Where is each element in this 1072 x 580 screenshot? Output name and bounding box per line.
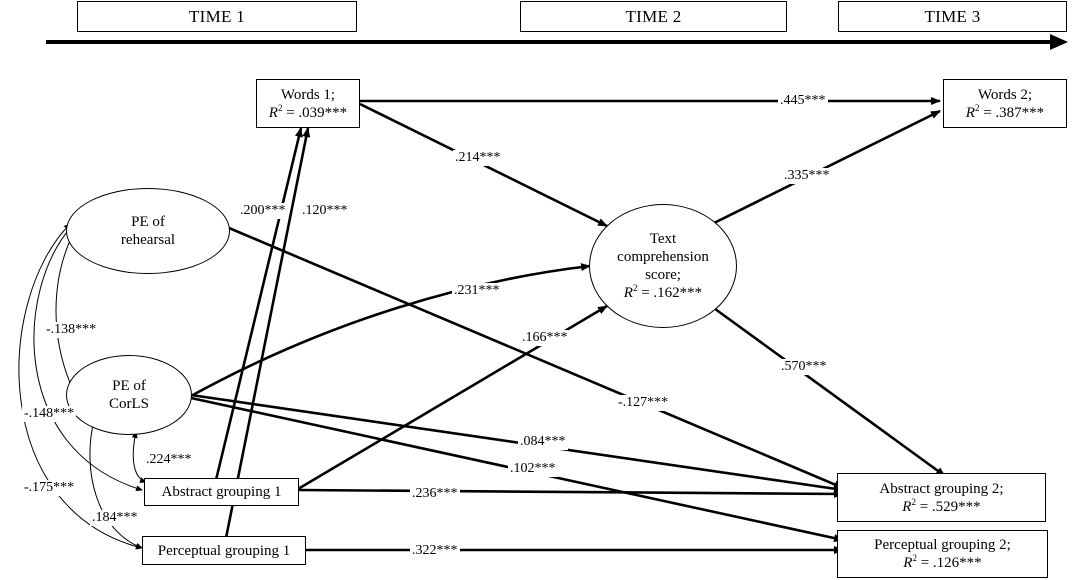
text-comprehension-node: Text comprehension score; R2 = .162*** — [589, 204, 737, 328]
coef-rehearsal-abstract2: -.127*** — [616, 395, 671, 411]
cov-rehearsal-corls — [55, 231, 75, 393]
perceptual2-r2: R2 = .126*** — [903, 553, 982, 572]
abstract-grouping2-node: Abstract grouping 2; R2 = .529*** — [837, 473, 1046, 522]
coef-corls-perceptual2: .102*** — [508, 461, 558, 477]
pe-corls-line1: PE of — [112, 378, 146, 394]
pe-corls-node: PE of CorLS — [66, 355, 192, 435]
path-abstract1-words1 — [214, 127, 303, 481]
words2-node: Words 2; R2 = .387*** — [943, 79, 1067, 128]
coef-abstract1-words1: .200*** — [238, 203, 288, 219]
coef-cov-rehearsal-corls: -.138*** — [44, 322, 99, 338]
coef-perceptual1-perceptual2: .322*** — [410, 543, 460, 559]
perceptual2-name: Perceptual grouping 2; — [874, 537, 1011, 553]
pe-rehearsal-line1: PE of — [131, 214, 165, 230]
words1-r2: R2 = .039*** — [268, 102, 348, 121]
coef-corls-abstract2: .084*** — [518, 434, 568, 450]
time-2-box: TIME 2 — [520, 1, 787, 32]
abstract2-r2: R2 = .529*** — [902, 496, 981, 515]
coef-corls-text: .231*** — [452, 283, 502, 299]
perceptual-grouping1-node: Perceptual grouping 1 — [142, 536, 306, 565]
time-1-box: TIME 1 — [77, 1, 357, 32]
coef-cov-rehearsal-abstract1: -.148*** — [22, 406, 77, 422]
coef-cov-rehearsal-perceptual1: -.175*** — [22, 480, 77, 496]
perceptual-grouping2-node: Perceptual grouping 2; R2 = .126*** — [837, 530, 1048, 578]
path-abstract1-abstract2 — [297, 488, 844, 498]
words1-node: Words 1; R2 = .039*** — [256, 79, 360, 128]
cov-rehearsal-perceptual1 — [18, 223, 143, 550]
pe-corls-line2: CorLS — [108, 396, 149, 412]
coef-words1-words2: .445*** — [778, 93, 828, 109]
coef-abstract1-text: .166*** — [520, 330, 570, 346]
path-corls-abstract2 — [190, 393, 844, 493]
coef-words1-text: .214*** — [453, 150, 503, 166]
coef-text-abstract2: .570*** — [779, 359, 829, 375]
coef-text-words2: .335*** — [782, 168, 832, 184]
time-3-box: TIME 3 — [838, 1, 1067, 32]
coef-cov-corls-perceptual1: .184*** — [90, 510, 140, 526]
coef-perceptual1-words1: .120*** — [300, 203, 350, 219]
cov-corls-perceptual1 — [89, 419, 143, 549]
coef-cov-corls-abstract1: .224*** — [144, 452, 194, 468]
abstract-grouping1-node: Abstract grouping 1 — [144, 478, 299, 506]
text-comp-line3: score; — [645, 267, 681, 283]
words1-name: Words 1; — [280, 86, 336, 103]
path-rehearsal-abstract2 — [228, 226, 844, 490]
pe-rehearsal-line2: rehearsal — [120, 232, 176, 248]
text-comp-r2: R2 = .162*** — [623, 283, 703, 302]
path-text-abstract2 — [710, 304, 946, 478]
pe-rehearsal-node: PE of rehearsal — [66, 188, 230, 274]
text-comp-line1: Text — [649, 231, 677, 247]
coef-abstract1-abstract2: .236*** — [410, 486, 460, 502]
words2-r2: R2 = .387*** — [965, 102, 1045, 121]
timeline-arrowhead — [1050, 34, 1068, 50]
text-comp-line2: comprehension — [617, 249, 709, 265]
path-perceptual1-words1 — [224, 127, 311, 539]
words2-name: Words 2; — [977, 86, 1033, 103]
path-corls-text — [190, 263, 591, 398]
abstract2-name: Abstract grouping 2; — [879, 480, 1004, 497]
